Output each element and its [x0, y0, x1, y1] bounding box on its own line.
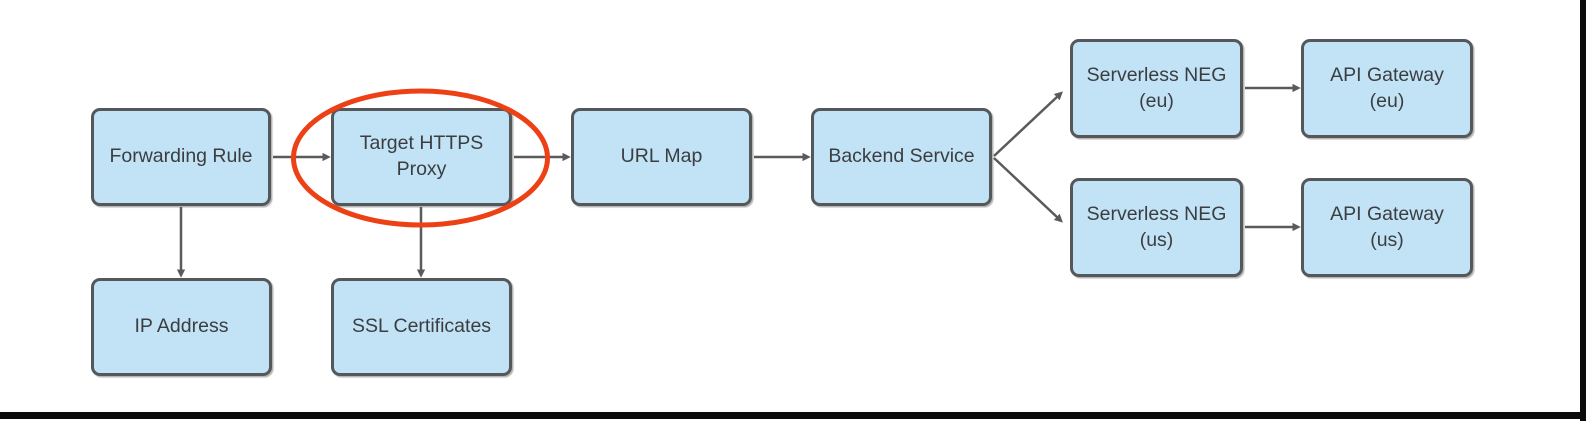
node-api-gateway-us: API Gateway (us)	[1301, 178, 1473, 277]
page-border-right	[1580, 0, 1586, 421]
page-border-bottom	[0, 412, 1586, 419]
node-api-gateway-eu: API Gateway (eu)	[1301, 39, 1473, 138]
node-label-line2: (us)	[1139, 228, 1174, 251]
node-label-line2: (eu)	[1139, 89, 1174, 112]
node-label: Serverless NEG	[1086, 202, 1227, 225]
node-ip-address: IP Address	[91, 278, 272, 376]
node-serverless-neg-us: Serverless NEG (us)	[1070, 178, 1243, 277]
node-forwarding-rule: Forwarding Rule	[91, 108, 271, 206]
node-label: Target HTTPS	[359, 132, 484, 155]
node-label: IP Address	[134, 315, 229, 338]
node-label-line2: Proxy	[396, 158, 447, 180]
node-label: SSL Certificates	[351, 315, 492, 338]
edge-backend-service-to-serverless-neg-eu	[993, 91, 1063, 157]
node-backend-service: Backend Service	[811, 108, 992, 206]
edge-backend-service-to-serverless-neg-us	[993, 157, 1063, 223]
node-label: URL Map	[620, 145, 703, 168]
node-label: API Gateway	[1330, 202, 1444, 225]
node-label: Serverless NEG	[1086, 63, 1227, 86]
node-url-map: URL Map	[571, 108, 752, 206]
node-target-https-proxy: Target HTTPS Proxy	[331, 108, 512, 206]
node-ssl-certificates: SSL Certificates	[331, 278, 512, 376]
node-label: Backend Service	[828, 145, 975, 168]
node-label: API Gateway	[1330, 63, 1444, 86]
node-serverless-neg-eu: Serverless NEG (eu)	[1070, 39, 1243, 138]
node-label-line2: (us)	[1370, 228, 1404, 251]
node-label: Forwarding Rule	[109, 145, 253, 168]
node-label-line2: (eu)	[1369, 89, 1405, 112]
